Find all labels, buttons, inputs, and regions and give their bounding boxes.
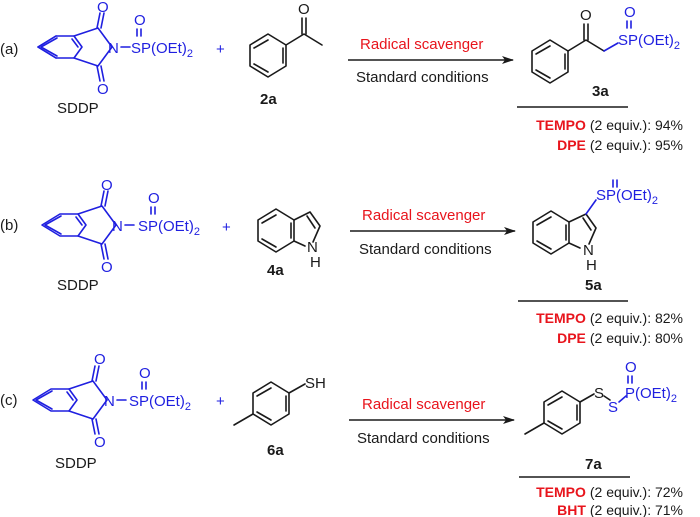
row-c: (c) O O N O SP(OEt)2 SDDP + SH 6a Ra [0,351,683,517]
arrow-top-label: Radical scavenger [362,396,485,413]
p-oxygen: O [134,12,146,29]
imide-ring [73,27,113,67]
substrate-2a-structure: O 2a [249,1,323,108]
nitrogen: N [108,40,119,57]
indole-nitrogen: N [307,239,318,256]
yield-entry: BHT(2 equiv.): 71% [557,502,683,517]
indole-hydrogen: H [586,257,597,274]
sulfur-1: S [594,385,604,402]
yield-entry: DPE(2 equiv.): 80% [557,330,683,346]
phosphorothio-group: SP(OEt)2 [618,32,680,52]
product-5a-structure: SP(OEt)2 N H 5a [532,179,658,294]
sddp-structure: O O N O SP(OEt)2 SDDP [32,351,191,472]
reaction-arrow: Radical scavenger Standard conditions [348,36,514,86]
arrow-bottom-label: Standard conditions [357,430,490,447]
carbonyl-oxygen: O [298,1,310,18]
reaction-arrow: Radical scavenger Standard conditions [349,396,515,447]
product-label: 5a [585,277,602,294]
plus-sign: + [216,41,225,58]
arrow-bottom-label: Standard conditions [356,69,489,86]
aromatic-double-bonds [40,37,79,57]
nitrogen: N [104,393,115,410]
arrow-bottom-label: Standard conditions [359,241,492,258]
phosphorothio-group: SP(OEt)2 [596,187,658,207]
sulfur-2: S [608,399,618,416]
row-tag: (a) [0,41,18,58]
phosphorothio-group: SP(OEt)2 [129,393,191,413]
yield-entry: TEMPO(2 equiv.): 82% [536,310,683,326]
sddp-label: SDDP [57,100,99,117]
carbonyl-oxygen: O [580,7,592,24]
reaction-arrow: Radical scavenger Standard conditions [350,207,516,258]
sddp-structure: O O N O SP(OEt)2 SDDP [37,0,193,117]
p-oxygen: O [624,4,636,21]
p-oxygen: O [148,190,160,207]
oxygen-top: O [101,177,113,194]
oxygen-bottom: O [94,434,106,451]
oxygen-bottom: O [97,81,109,98]
arrow-top-label: Radical scavenger [362,207,485,224]
thiol-group: SH [305,375,326,392]
product-3a-structure: O O SP(OEt)2 3a [531,4,680,100]
p-oxygen: O [139,365,151,382]
substrate-6a-structure: SH 6a [233,375,326,459]
yield-list: TEMPO(2 equiv.): 82% DPE(2 equiv.): 80% [536,310,683,346]
substrate-4a-structure: N H 4a [257,208,321,279]
product-7a-structure: S S O P(OEt)2 7a [524,359,677,473]
phthalimide-benzene-ring [37,35,83,59]
yield-entry: TEMPO(2 equiv.): 72% [536,484,683,500]
plus-sign: + [216,393,225,410]
row-a: (a) O O N O SP(OEt)2 SDDP + O 2a [0,0,683,153]
oxygen-bottom: O [101,259,113,276]
substrate-label: 6a [267,442,284,459]
yield-list: TEMPO(2 equiv.): 72% BHT(2 equiv.): 71% [536,484,683,517]
substrate-label: 4a [267,262,284,279]
row-tag: (b) [0,217,18,234]
arrow-top-label: Radical scavenger [360,36,483,53]
substrate-label: 2a [260,91,277,108]
product-label: 7a [585,456,602,473]
row-b: (b) O O N O SP(OEt)2 SDDP + N H 4a [0,177,683,346]
plus-sign: + [222,219,231,236]
phosphoryl-group: P(OEt)2 [625,385,677,405]
indole-hydrogen: H [310,254,321,271]
indole-nitrogen: N [583,242,594,259]
yield-entry: TEMPO(2 equiv.): 94% [536,117,683,133]
yield-list: TEMPO(2 equiv.): 94% DPE(2 equiv.): 95% [536,117,683,153]
sddp-structure: O O N O SP(OEt)2 SDDP [41,177,200,294]
yield-entry: DPE(2 equiv.): 95% [557,137,683,153]
nitrogen: N [112,218,123,235]
product-label: 3a [592,83,609,100]
row-tag: (c) [0,392,18,409]
sddp-label: SDDP [57,277,99,294]
sddp-label: SDDP [55,455,97,472]
oxygen-top: O [94,351,106,368]
phosphorothio-group: SP(OEt)2 [138,218,200,238]
phosphorothio-group: SP(OEt)2 [131,40,193,60]
p-oxygen: O [625,359,637,376]
oxygen-top: O [97,0,109,16]
